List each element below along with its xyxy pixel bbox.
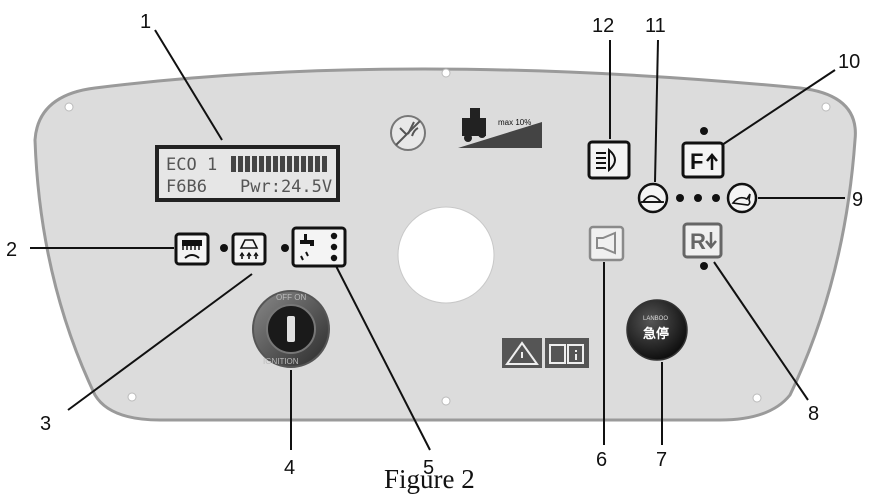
callout-7: 7	[656, 449, 667, 471]
max-slope-sign: max 10%	[458, 108, 542, 148]
callout-4: 4	[284, 457, 295, 479]
water-spray-button[interactable]	[291, 226, 347, 268]
lcd-bar-graph	[231, 156, 327, 172]
no-spray-icon	[390, 115, 426, 151]
emergency-stop-button[interactable]: LANBOO 急停	[626, 299, 688, 361]
key-label-top: OFF ON	[276, 293, 306, 302]
max-slope-label: max 10%	[498, 118, 531, 127]
turtle-speed-button[interactable]	[637, 182, 669, 214]
callout-8: 8	[808, 403, 819, 425]
callout-9: 9	[852, 189, 863, 211]
mounting-holes	[64, 68, 831, 406]
forward-indicator-dot	[700, 127, 708, 135]
main-brush-button[interactable]	[174, 232, 210, 266]
callout-5: 5	[423, 457, 434, 479]
callout-6: 6	[596, 449, 607, 471]
callout-1: 1	[140, 11, 151, 33]
indicator-dot	[281, 244, 289, 252]
emergency-stop-brand: LANBOO	[643, 316, 668, 322]
callout-11: 11	[645, 15, 666, 37]
reverse-indicator-dot	[700, 262, 708, 270]
ignition-key-switch[interactable]: OFF ON IGNITION	[252, 290, 330, 368]
callout-3: 3	[40, 413, 51, 435]
horn-button[interactable]	[588, 225, 625, 262]
emergency-stop-label: 急停	[643, 326, 669, 341]
lcd-line-2-right: Pwr:24.5V	[240, 177, 332, 197]
figure-caption: Figure 2	[384, 464, 475, 494]
callout-lines	[30, 29, 845, 451]
callout-numbers: 1 2 3 4 5 6 7 8 9 10 11 12	[6, 11, 863, 479]
reverse-button[interactable]: R	[682, 222, 723, 259]
warning-icon	[502, 338, 542, 368]
reverse-button-label: R	[690, 229, 706, 254]
forward-button[interactable]: F	[681, 141, 725, 179]
manual-icon	[545, 338, 589, 368]
key-label-bottom: IGNITION	[263, 357, 299, 366]
forward-button-label: F	[690, 149, 703, 174]
lcd-line-2-left: F6B6	[166, 177, 207, 197]
speed-indicator-dots	[676, 194, 720, 202]
center-opening	[397, 206, 495, 304]
vacuum-button[interactable]	[231, 232, 267, 266]
lcd-line-1: ECO 1	[166, 155, 217, 175]
callout-10: 10	[838, 51, 860, 73]
rabbit-speed-button[interactable]	[726, 182, 758, 214]
lcd-display: ECO 1 F6B6 Pwr:24.5V	[155, 145, 340, 202]
indicator-dot	[220, 244, 228, 252]
headlight-button[interactable]	[587, 140, 631, 180]
callout-12: 12	[592, 15, 614, 37]
callout-2: 2	[6, 239, 17, 261]
